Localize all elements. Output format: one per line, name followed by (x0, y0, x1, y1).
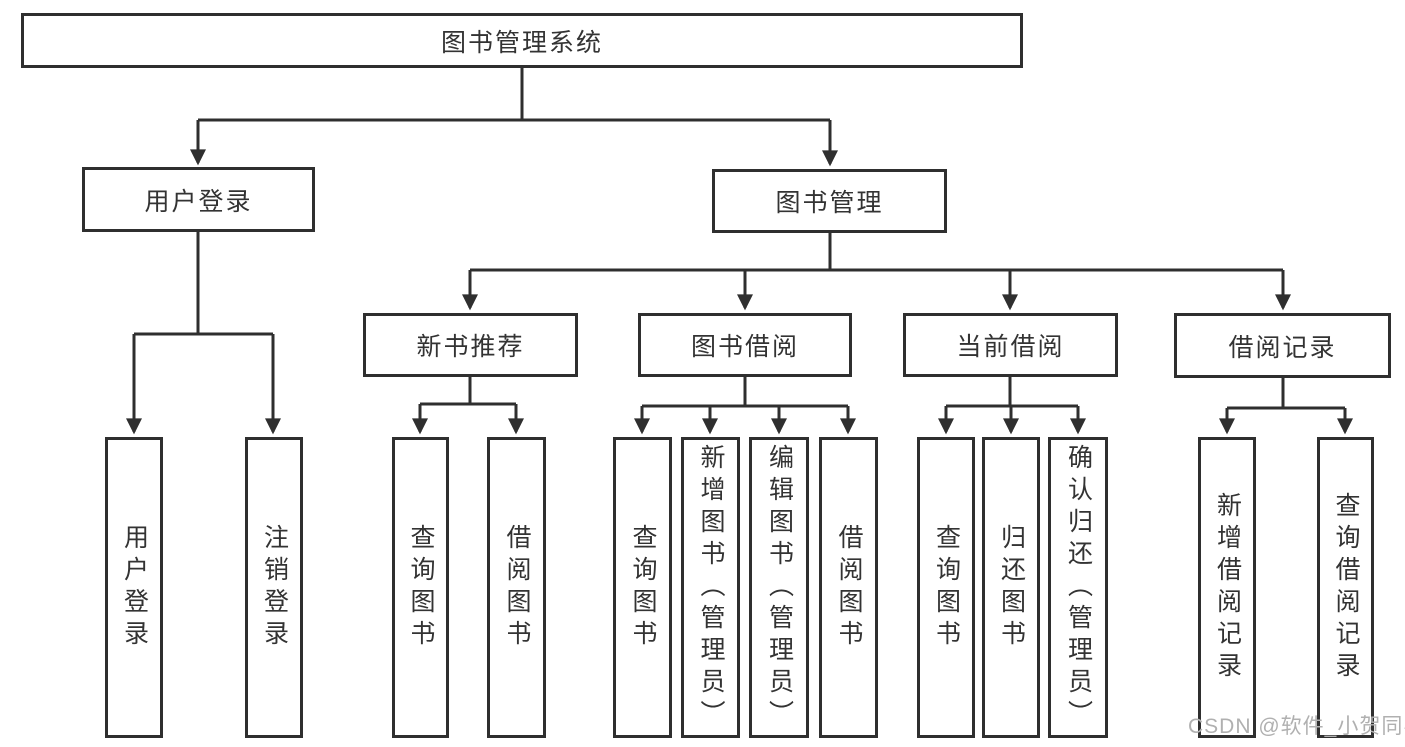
leaf-user-login: 用户登录 (105, 437, 163, 738)
leaf-add-books-admin: 新增图书（管理员） (681, 437, 740, 738)
leaf-label: 借阅图书 (835, 523, 863, 652)
node-label: 新书推荐 (416, 333, 525, 361)
leaf-logout: 注销登录 (245, 437, 303, 738)
node-label: 图书管理 (775, 189, 884, 217)
node-book-management: 图书管理 (712, 169, 947, 233)
leaf-label: 查询借阅记录 (1332, 491, 1360, 684)
leaf-label: 注销登录 (260, 523, 289, 652)
node-label: 借阅记录 (1228, 333, 1337, 362)
node-user-login: 用户登录 (82, 167, 315, 232)
leaf-label: 查询图书 (932, 523, 961, 652)
leaf-label: 借阅图书 (503, 523, 531, 652)
leaf-label: 新增借阅记录 (1213, 491, 1242, 684)
leaf-query-borrow-record: 查询借阅记录 (1317, 437, 1374, 738)
leaf-query-books-borrowing: 查询图书 (613, 437, 672, 738)
node-label: 用户登录 (144, 187, 253, 216)
leaf-label: 查询图书 (629, 523, 657, 652)
node-label: 图书借阅 (690, 333, 799, 361)
leaf-label: 用户登录 (120, 523, 149, 652)
leaf-edit-books-admin: 编辑图书（管理员） (749, 437, 809, 738)
leaf-borrow-books: 借阅图书 (819, 437, 878, 738)
csdn-watermark: CSDN @软件_小贺同学 (1188, 715, 1405, 738)
node-root-system: 图书管理系统 (21, 13, 1023, 68)
leaf-query-books-recommend: 查询图书 (392, 437, 449, 738)
node-book-borrowing: 图书借阅 (638, 313, 852, 377)
leaf-label: 查询图书 (407, 523, 435, 652)
leaf-confirm-return-admin: 确认归还（管理员） (1048, 437, 1108, 738)
leaf-borrow-books-recommend: 借阅图书 (487, 437, 546, 738)
leaf-query-books-current: 查询图书 (917, 437, 975, 738)
node-new-book-recommend: 新书推荐 (363, 313, 578, 377)
node-current-borrowing: 当前借阅 (903, 313, 1118, 377)
node-borrowing-records: 借阅记录 (1174, 313, 1391, 378)
node-label: 当前借阅 (956, 333, 1065, 361)
leaf-label: 编辑图书（管理员） (765, 443, 794, 732)
leaf-label: 归还图书 (997, 523, 1026, 652)
leaf-add-borrow-record: 新增借阅记录 (1198, 437, 1256, 738)
node-label: 图书管理系统 (440, 28, 603, 57)
leaf-label: 确认归还（管理员） (1064, 443, 1093, 732)
leaf-return-books: 归还图书 (982, 437, 1040, 738)
leaf-label: 新增图书（管理员） (697, 443, 725, 732)
